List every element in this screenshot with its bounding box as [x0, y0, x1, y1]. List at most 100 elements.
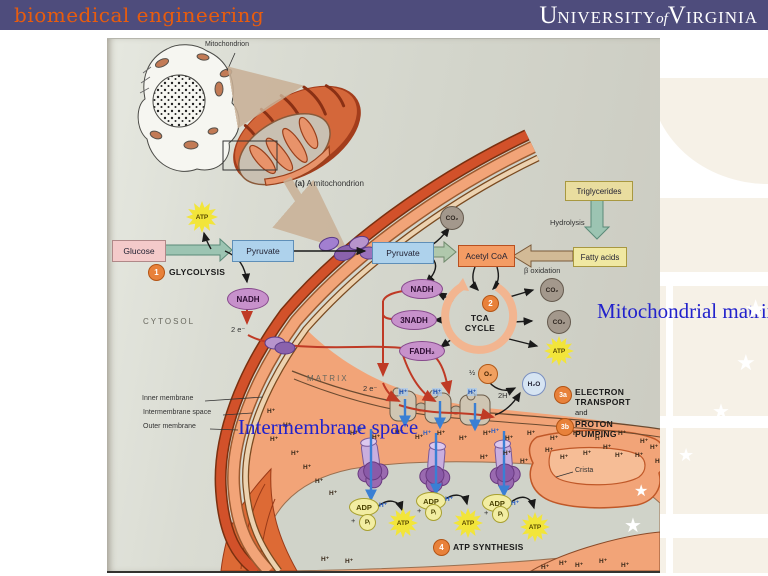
pi-3: Pᵢ	[492, 506, 509, 523]
two-protons-label: 2H⁺	[498, 391, 512, 400]
hplus-label: H⁺	[621, 562, 630, 569]
figure-caption: (a) A mitochondrion	[295, 179, 364, 188]
hplus-label: H⁺	[291, 450, 300, 457]
logo-of: of	[656, 11, 668, 27]
hplus-label: H⁺	[541, 564, 550, 571]
pi-2: Pᵢ	[425, 504, 442, 521]
zoom-region-box	[222, 140, 278, 171]
h2o-circle: H₂O	[522, 372, 546, 396]
hplus-label: H⁺	[603, 444, 612, 451]
logo-letter-v: V	[667, 2, 686, 29]
nadh3: 3NADH	[391, 310, 437, 330]
hplus-label: H⁺	[559, 560, 568, 567]
pointer-lines	[204, 396, 574, 478]
cell-line-art	[137, 44, 240, 172]
plus-2: +	[417, 506, 422, 515]
triglycerides-box: Triglycerides	[565, 181, 633, 201]
hplus-label: H⁺	[503, 450, 512, 457]
glucose-box: Glucose	[112, 240, 166, 262]
watermark-block	[640, 198, 768, 272]
watermark-stripe	[666, 286, 673, 573]
tca-cycle-ring	[441, 278, 518, 354]
fadh2: FADH₂	[399, 341, 445, 361]
hplus-label: H⁺	[270, 436, 279, 443]
pyruvate-matrix-box: Pyruvate	[372, 242, 434, 264]
acetyl-coa-box: Acetyl CoA	[458, 245, 515, 267]
zoom-arrows	[227, 66, 348, 251]
hplus-label: H⁺	[372, 434, 381, 441]
adp-1: ADP	[349, 498, 379, 516]
hplus-label: H⁺	[595, 435, 604, 442]
hplus-label: H⁺	[321, 556, 330, 563]
inner-membrane-label: Inner membrane	[142, 395, 194, 402]
hplus-label: H⁺	[635, 452, 644, 459]
hplus-label-blue: H⁺	[398, 388, 409, 396]
star-icon: ★	[634, 483, 649, 500]
hplus-label: H⁺	[615, 452, 624, 459]
step-1-circle: 1	[148, 264, 165, 281]
step-3b-circle: 3b	[556, 418, 574, 436]
proton-arrows	[365, 399, 510, 502]
co2-pyruvate: CO₂	[440, 206, 464, 230]
diagram-artwork	[137, 44, 660, 571]
logo-irginia: IRGINIA	[685, 8, 758, 27]
university-logo: UNIVERSITYofVIRGINIA	[539, 2, 758, 30]
header-bar: biomedical engineering UNIVERSITYofVIRGI…	[0, 0, 768, 30]
hplus-label-blue: H⁺	[432, 388, 443, 396]
annotation-mitochondrial-matrix: Mitochondrial matrix	[597, 299, 768, 323]
hplus-label-blue: H⁺	[445, 496, 454, 503]
logo-letter-u: U	[539, 2, 558, 29]
o2-circle: O₂	[478, 364, 498, 384]
mitochondrial-membranes	[214, 129, 540, 571]
outer-membrane-label: Outer membrane	[143, 423, 196, 430]
star-icon: ★	[712, 401, 730, 423]
hplus-label-blue: H⁺	[467, 388, 478, 396]
nadh-matrix: NADH	[401, 279, 443, 299]
step-2-circle: 2	[482, 295, 499, 312]
pathway-block-arrows	[161, 198, 611, 268]
two-electrons-cytosol: 2 e⁻	[231, 325, 246, 334]
logo-niversity: NIVERSITY	[557, 8, 657, 27]
hplus-label: H⁺	[618, 430, 627, 437]
pi-1: Pᵢ	[359, 514, 376, 531]
hplus-label: H⁺	[267, 408, 276, 415]
hplus-label: H⁺	[483, 430, 492, 437]
two-electrons-matrix: 2 e⁻	[363, 384, 378, 393]
plus-1: +	[351, 516, 356, 525]
hplus-label: H⁺	[303, 464, 312, 471]
hplus-label: H⁺	[480, 454, 489, 461]
hplus-label: H⁺	[459, 435, 468, 442]
intermembrane-space-label: Intermembrane space	[143, 409, 212, 416]
co2-tca-2: CO₂	[547, 310, 571, 334]
hplus-label: H⁺	[345, 558, 354, 565]
hplus-label: H⁺	[599, 558, 608, 565]
step-3a-circle: 3a	[554, 386, 572, 404]
mitochondrion-label: Mitochondrion	[205, 41, 249, 48]
hplus-label-blue: H⁺	[491, 428, 500, 435]
hplus-label: H⁺	[283, 422, 292, 429]
co2-tca-1: CO₂	[540, 278, 564, 302]
hplus-label: H⁺	[520, 458, 529, 465]
hplus-label-blue: H⁺	[379, 502, 388, 509]
hplus-label: H⁺	[437, 430, 446, 437]
star-icon: ★	[736, 350, 756, 375]
half-label: ½	[469, 368, 476, 377]
crista-label: Crista	[575, 467, 594, 474]
crista-fold	[528, 429, 660, 509]
hplus-label: H⁺	[573, 430, 582, 437]
cytosol-label: CYTOSOL	[143, 317, 196, 326]
plus-3: +	[484, 508, 489, 517]
hplus-label: H⁺	[583, 450, 592, 457]
hplus-label: H⁺	[560, 454, 569, 461]
hplus-label: H⁺	[527, 430, 536, 437]
fatty-acids-box: Fatty acids	[573, 247, 627, 267]
hplus-label: H⁺	[505, 435, 514, 442]
star-icon: ★	[624, 515, 642, 537]
star-icon: ★	[678, 445, 695, 465]
matrix-label: MATRIX	[307, 374, 349, 383]
hplus-label: H⁺	[650, 444, 659, 451]
hplus-label-blue: H⁺	[357, 426, 366, 433]
